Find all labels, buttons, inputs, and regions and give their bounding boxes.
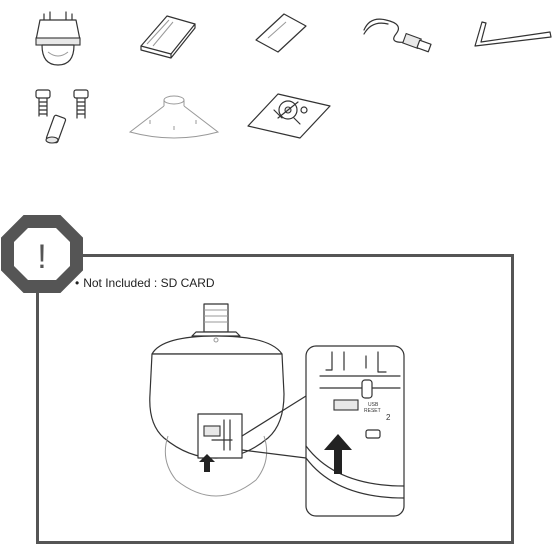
rain-cover-item — [126, 90, 222, 140]
reset-label: RESET — [364, 408, 381, 414]
camera-dome-icon — [35, 11, 81, 66]
camera-dome-item — [28, 8, 88, 68]
l-wrench-icon — [474, 21, 552, 47]
quick-guide-item — [254, 12, 308, 54]
guide-sheet-icon — [255, 13, 307, 53]
booklet-icon — [140, 15, 196, 59]
notice-text: •Not Included : SD CARD — [75, 276, 215, 290]
screws-icon — [35, 89, 89, 144]
template-sheet-item — [244, 88, 334, 140]
manual-booklet-item — [137, 12, 199, 59]
cable-item — [360, 12, 436, 56]
warning-octagon-icon: ! — [1, 215, 83, 293]
camera-sd-slot-drawing: USB RESET 2 — [149, 303, 405, 517]
notice-text-label: Not Included : SD CARD — [83, 276, 215, 290]
screws-item — [30, 86, 100, 148]
cable-icon — [363, 18, 432, 53]
warning-symbol: ! — [37, 238, 46, 276]
template-sheet-icon — [247, 93, 331, 139]
warning-badge: ! — [0, 214, 84, 294]
rain-cover-icon — [128, 95, 220, 139]
notice-bullet: • — [75, 276, 80, 290]
sd-card-insertion-illustration: USB RESET 2 — [140, 296, 410, 521]
usb-label: USB — [368, 402, 379, 408]
l-wrench-item — [472, 16, 554, 52]
slot-number-label: 2 — [386, 413, 391, 422]
notice-frame — [36, 254, 514, 544]
